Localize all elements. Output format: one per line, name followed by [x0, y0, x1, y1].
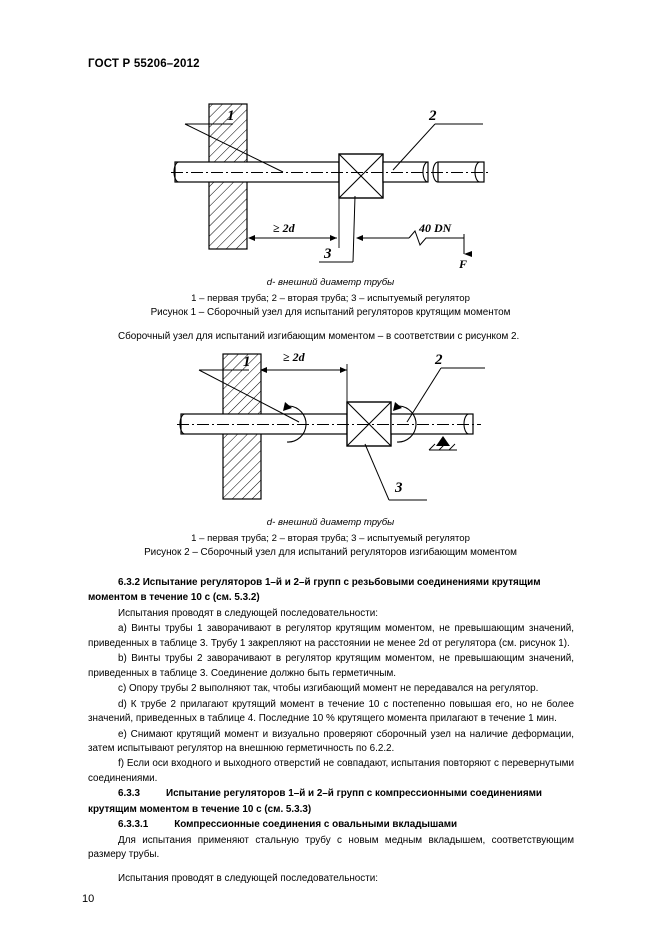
section-6-3-2-heading-line1: 6.3.2 Испытание регуляторов 1–й и 2–й гр…: [118, 577, 541, 588]
section-6-3-3-title: Испытание регуляторов 1–й и 2–й групп с …: [165, 788, 542, 800]
svg-text:2: 2: [434, 352, 443, 368]
section-6-3-3-1-heading: 6.3.3.1 Компрессионные соединения с оваль…: [88, 818, 574, 832]
mid-paragraph-block: Сборочный узел для испытаний изгибающим …: [88, 330, 574, 345]
figure-1-note: d- внешний диаметр трубы: [0, 276, 661, 290]
section-6-3-3-1-paragraph: Для испытания применяют стальную трубу с…: [88, 834, 574, 861]
figure-1-drawing: 1 2 3 ≥ 2d 40 DN F: [170, 103, 491, 271]
mid-paragraph-text: Сборочный узел для испытаний изгибающим …: [118, 331, 520, 342]
svg-text:≥ 2d: ≥ 2d: [283, 352, 306, 364]
body-text-block: 6.3.2 Испытание регуляторов 1–й и 2–й гр…: [88, 576, 574, 887]
figure-1-note-text: d- внешний диаметр трубы: [266, 277, 395, 288]
section-6-3-2-heading-line2: моментом в течение 10 с (см. 5.3.2): [88, 592, 260, 604]
figure-2-caption: Рисунок 2 – Сборочный узел для испытаний…: [144, 546, 517, 558]
svg-text:1: 1: [243, 354, 251, 370]
list-item-c: c) Опору трубы 2 выполняют так, чтобы из…: [118, 683, 539, 695]
section-6-3-2-intro: Испытания проводят в следующей последова…: [118, 607, 379, 619]
figure-2-note: d- внешний диаметр трубы: [0, 516, 661, 530]
section-6-3-3-number: 6.3.3: [118, 788, 140, 800]
standard-header: ГОСТ Р 55206–2012: [88, 58, 200, 70]
svg-text:3: 3: [394, 480, 403, 496]
svg-text:3: 3: [323, 246, 332, 262]
section-6-3-3-1-title: Компрессионные соединения с овальными вк…: [174, 819, 458, 831]
section-6-3-3-heading-line2: крутящим моментом в течение 10 с (см. 5.…: [88, 803, 312, 815]
list-item-f: f) Если оси входного и выходного отверст…: [88, 758, 574, 784]
page-number: 10: [82, 893, 95, 905]
figure-1-legend: 1 – первая труба; 2 – вторая труба; 3 – …: [191, 292, 470, 304]
section-6-3-3-1-intro: Испытания проводят в следующей последова…: [118, 872, 379, 884]
list-item-e: e) Снимают крутящий момент и визуально п…: [88, 728, 574, 754]
svg-text:2: 2: [428, 108, 437, 124]
list-item-a: a) Винты трубы 1 заворачивают в регулято…: [88, 623, 574, 649]
figure-2-legend: 1 – первая труба; 2 – вторая труба; 3 – …: [191, 532, 470, 544]
list-item-b: b) Винты трубы 2 заворачивают в регулято…: [88, 653, 574, 679]
svg-text:1: 1: [227, 108, 235, 124]
svg-text:F: F: [458, 257, 467, 271]
figure-2-drawing: ≥ 2d: [176, 352, 485, 501]
list-item-d: d) К трубе 2 прилагают крутящий момент в…: [88, 698, 574, 725]
figure-1: 1 2 3 ≥ 2d 40 DN F d- внешний диамет: [0, 96, 661, 320]
section-6-3-3-1-number: 6.3.3.1: [118, 819, 149, 831]
figure-1-caption: Рисунок 1 – Сборочный узел для испытаний…: [150, 306, 511, 318]
figure-2-note-text: d- внешний диаметр трубы: [266, 517, 395, 528]
svg-text:≥ 2d: ≥ 2d: [273, 221, 296, 235]
figure-2: ≥ 2d: [0, 352, 661, 560]
svg-text:40 DN: 40 DN: [418, 221, 453, 235]
section-6-3-3-heading-line1: 6.3.3 Испытание регуляторов 1–й и 2–й гру…: [88, 787, 574, 801]
